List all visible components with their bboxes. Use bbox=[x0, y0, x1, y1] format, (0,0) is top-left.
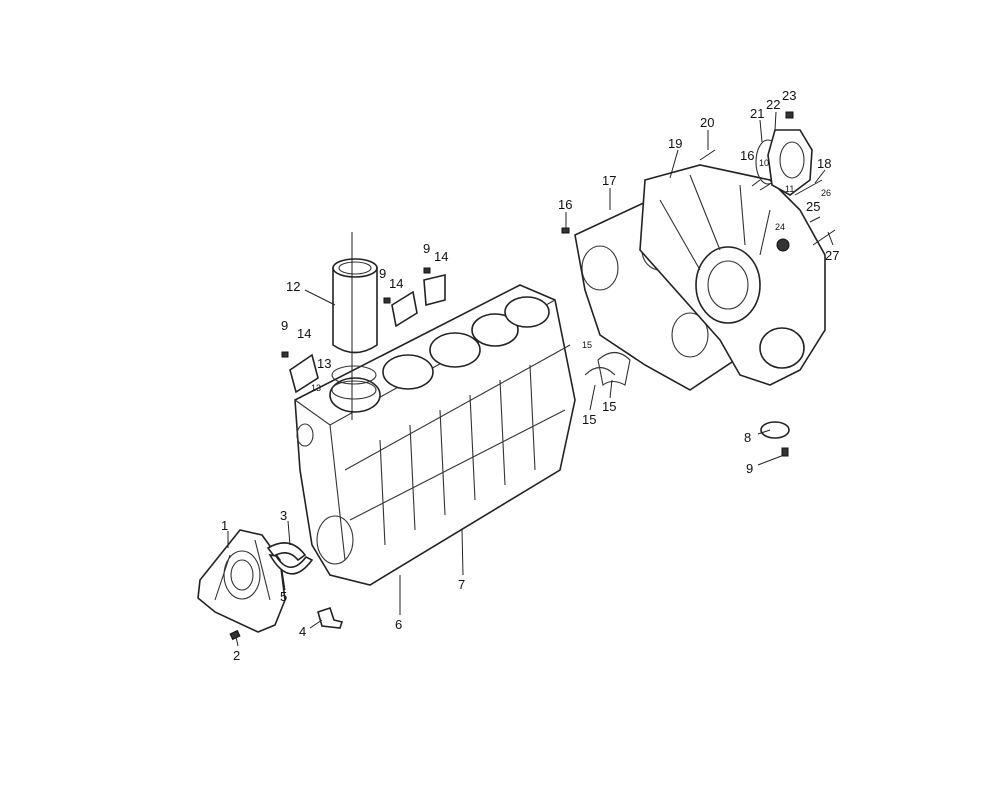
seal-housing-part bbox=[755, 129, 813, 196]
flywheel-housing-part bbox=[639, 164, 826, 386]
callout-9: 9 bbox=[379, 266, 386, 281]
bolts-part bbox=[699, 111, 836, 246]
callout-26: 26 bbox=[821, 188, 831, 198]
callout-2: 2 bbox=[233, 648, 240, 663]
callout-16: 16 bbox=[558, 197, 572, 212]
bearing-shell-part bbox=[266, 542, 314, 575]
callout-12: 12 bbox=[286, 279, 300, 294]
cylinder-liner-part bbox=[332, 232, 378, 420]
bracket-part bbox=[317, 606, 344, 629]
callout-21: 21 bbox=[750, 106, 764, 121]
callout-9: 9 bbox=[423, 241, 430, 256]
callout-17: 17 bbox=[602, 173, 616, 188]
front-cover-part bbox=[197, 529, 286, 633]
callout-13: 13 bbox=[317, 356, 331, 371]
callout-4: 4 bbox=[299, 624, 306, 639]
callout-24: 24 bbox=[775, 222, 785, 232]
callout-8: 8 bbox=[744, 430, 751, 445]
callout-14: 14 bbox=[297, 326, 311, 341]
callout-15: 15 bbox=[582, 412, 596, 427]
callout-13: 13 bbox=[311, 383, 321, 393]
callout-19: 19 bbox=[668, 136, 682, 151]
cover-plate-part bbox=[281, 267, 446, 394]
callout-25: 25 bbox=[806, 199, 820, 214]
callout-9: 9 bbox=[281, 318, 288, 333]
callout-14: 14 bbox=[434, 249, 448, 264]
callout-22: 22 bbox=[766, 97, 780, 112]
callout-14: 14 bbox=[389, 276, 403, 291]
callout-5: 5 bbox=[280, 589, 287, 604]
callout-18: 18 bbox=[817, 156, 831, 171]
cylinder-bores bbox=[329, 296, 550, 413]
engine-block-part bbox=[294, 284, 576, 586]
callout-6: 6 bbox=[395, 617, 402, 632]
o-ring-part bbox=[331, 365, 377, 400]
callout-10: 10 bbox=[759, 158, 769, 168]
callout-15: 15 bbox=[582, 340, 592, 350]
thrust-washer-part bbox=[584, 351, 631, 386]
callout-3: 3 bbox=[280, 508, 287, 523]
callout-7: 7 bbox=[458, 577, 465, 592]
leader-lines bbox=[227, 111, 834, 647]
callout-9: 9 bbox=[746, 461, 753, 476]
bolt-part bbox=[229, 629, 241, 641]
callout-15: 15 bbox=[602, 399, 616, 414]
callout-1: 1 bbox=[221, 518, 228, 533]
callout-27: 27 bbox=[825, 248, 839, 263]
cover-plate-8-part bbox=[760, 421, 790, 457]
callout-20: 20 bbox=[700, 115, 714, 130]
callout-16: 16 bbox=[740, 148, 754, 163]
callout-11: 11 bbox=[785, 184, 794, 194]
callout-labels: 1 2 3 4 5 6 7 8 9 9 9 9 10 11 12 13 13 1… bbox=[221, 88, 839, 663]
callout-23: 23 bbox=[782, 88, 796, 103]
